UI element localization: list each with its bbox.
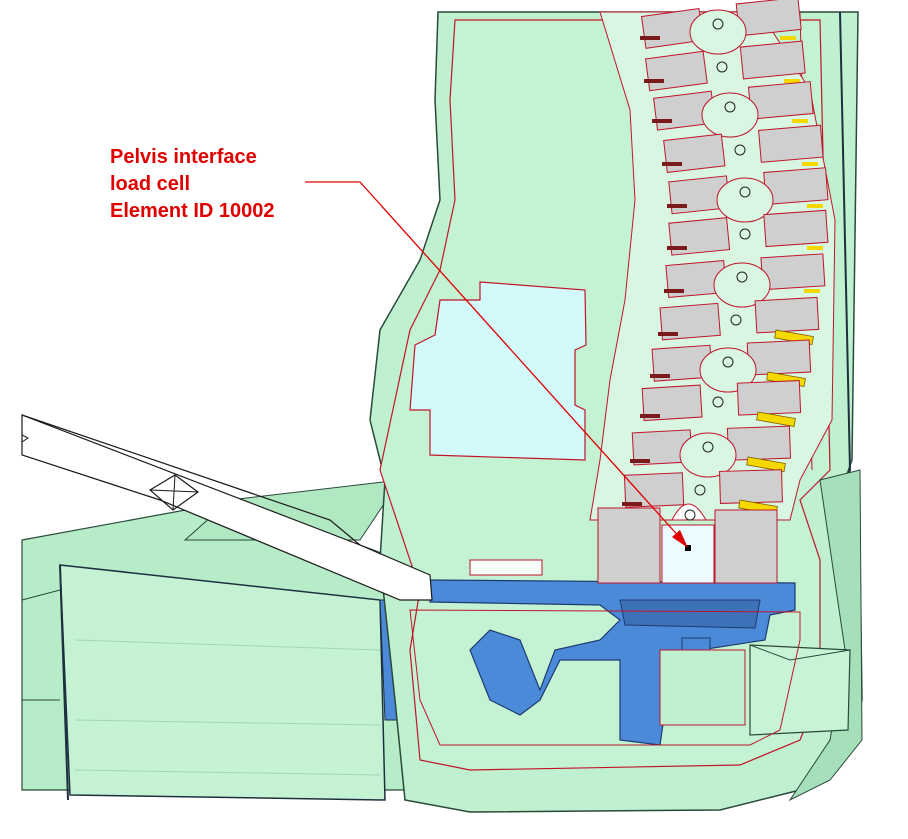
vertebra-body-left	[659, 302, 721, 341]
ligament-strip	[780, 36, 796, 40]
spine-bolt	[730, 314, 742, 326]
joint-marker	[640, 414, 660, 418]
ligament-strip	[784, 79, 800, 83]
callout-annotation: Pelvis interface load cell Element ID 10…	[110, 146, 688, 548]
spine-bolt	[739, 228, 751, 240]
spine-bolt	[734, 144, 746, 156]
joint-marker	[667, 204, 687, 208]
belt-anchor-symbol	[148, 474, 200, 511]
vertebra-body-left	[668, 217, 731, 256]
joint-marker	[622, 502, 642, 506]
lap-belt	[21, 414, 433, 601]
spine-bolt	[694, 484, 706, 496]
ligament-strip	[807, 204, 823, 208]
vertebra-body-left	[663, 133, 726, 173]
joint-marker	[658, 332, 678, 336]
vertebra-body-right	[726, 425, 792, 461]
vertebra-body-left	[644, 50, 708, 92]
ligament-strip	[746, 456, 786, 472]
vertebra-disc	[713, 262, 771, 308]
joint-marker	[640, 36, 660, 40]
vertebra-disc	[701, 92, 759, 138]
ligament-strip	[807, 246, 823, 250]
joint-marker	[662, 162, 682, 166]
spine-bolt	[712, 18, 724, 30]
ligament-strip	[792, 119, 808, 123]
joint-marker	[644, 79, 664, 83]
callout-leader-line	[305, 181, 683, 541]
vertebra-body-left	[641, 384, 703, 422]
vertebra-disc	[699, 347, 757, 393]
vertebra-body-right	[746, 339, 812, 376]
vertebra-body-right	[763, 209, 829, 248]
vertebra-disc	[679, 432, 737, 478]
spine-bolt	[716, 61, 728, 73]
spine-bolt	[722, 356, 734, 368]
spine-bolt	[712, 396, 724, 408]
vertebra-body-right	[736, 380, 802, 416]
abdominal-block	[409, 281, 587, 461]
spine-bolt	[736, 271, 748, 283]
ligament-strip	[802, 162, 818, 166]
thigh-segment	[21, 479, 411, 801]
spine-bolt	[702, 441, 714, 453]
callout-line-2: load cell	[110, 173, 190, 195]
callout-line-1: Pelvis interface	[110, 146, 257, 168]
joint-marker	[652, 119, 672, 123]
lumbar-spine	[589, 0, 836, 521]
pelvis-bone	[409, 579, 851, 746]
vertebra-body-left	[623, 472, 685, 508]
joint-marker	[667, 246, 687, 250]
joint-marker	[630, 459, 650, 463]
callout-line-3: Element ID 10002	[110, 200, 275, 222]
vertebra-disc	[689, 9, 747, 55]
callout-arrowhead	[672, 530, 688, 548]
vertebra-body-right	[719, 469, 783, 504]
spine-bolt	[739, 186, 751, 198]
ligament-strip	[804, 289, 820, 293]
vertebra-body-right	[739, 40, 806, 80]
joint-marker	[664, 289, 684, 293]
ligament-strip	[756, 411, 796, 427]
vertebra-body-right	[754, 296, 820, 334]
vertebra-body-right	[758, 124, 824, 163]
vertebra-body-right	[760, 253, 826, 291]
spine-bolt	[724, 101, 736, 113]
joint-marker	[650, 374, 670, 378]
vertebra-disc	[716, 177, 774, 223]
pelvis-load-cell	[469, 503, 778, 584]
